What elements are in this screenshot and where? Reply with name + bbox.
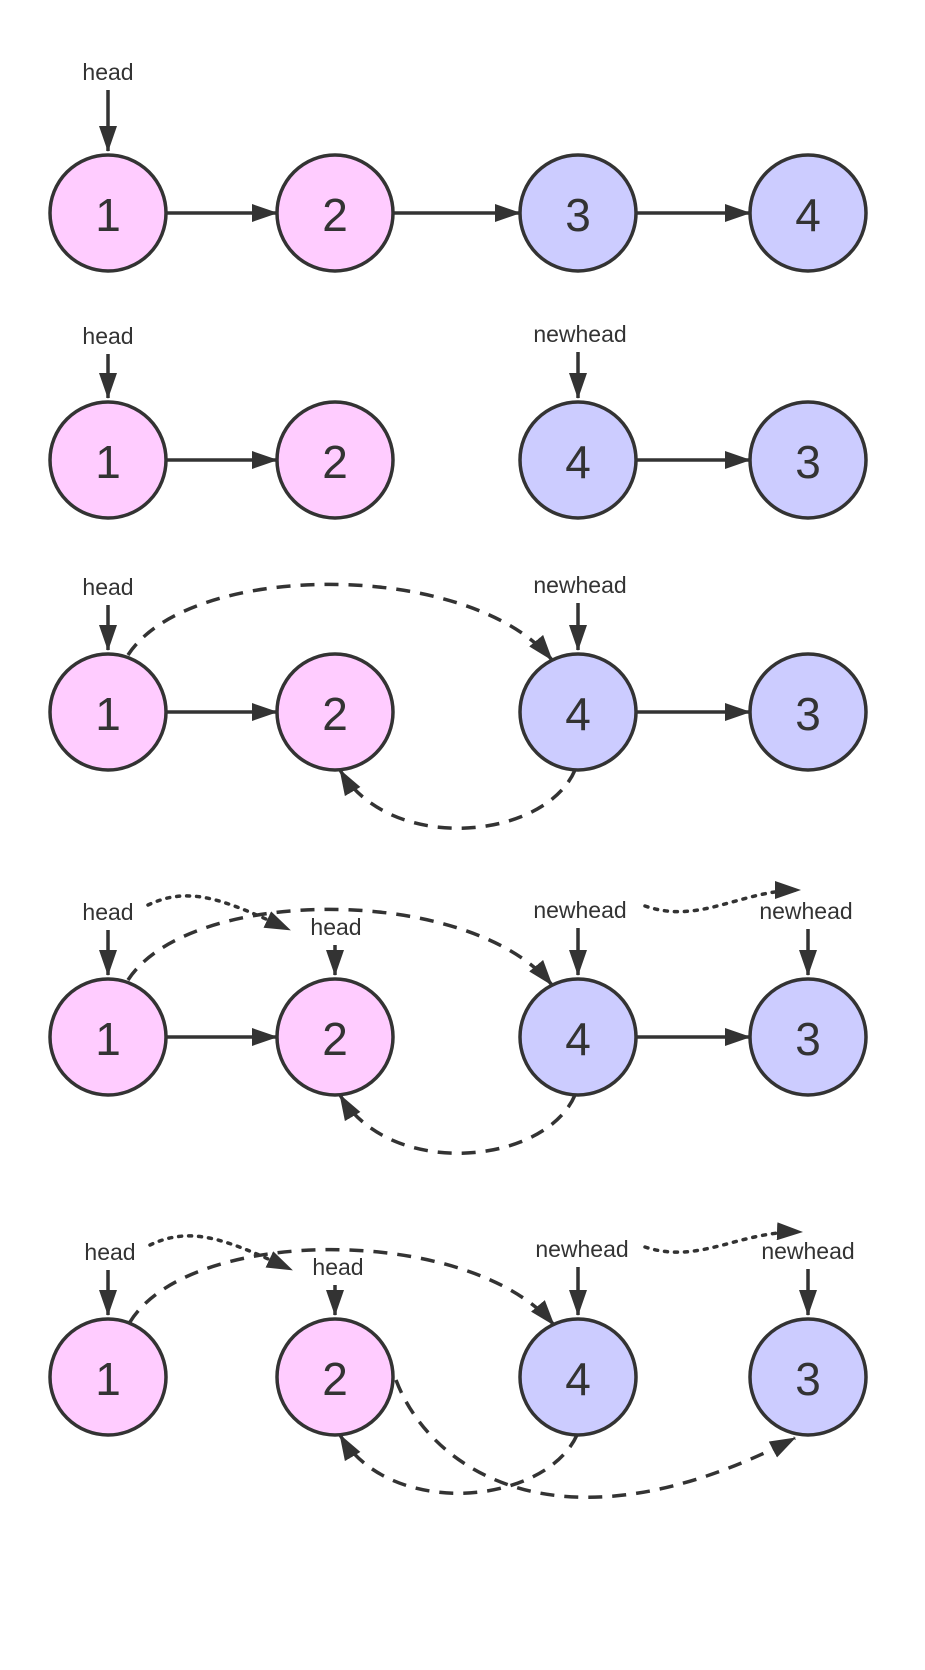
node-circle: [48, 400, 168, 520]
node-circle: [748, 400, 868, 520]
pointer-move-arrow: [146, 894, 292, 932]
node-circle: [275, 153, 395, 273]
node-label: 2: [322, 1353, 348, 1405]
dashed-edge-2-to-3: [394, 1379, 796, 1500]
node-circle: [748, 652, 868, 772]
node-label: 2: [322, 688, 348, 740]
node-1: 1: [48, 977, 168, 1097]
node-circle: [748, 1317, 868, 1437]
newhead-pointer-label: newhead: [533, 572, 626, 598]
node-label: 3: [795, 1353, 821, 1405]
node-label: 2: [322, 436, 348, 488]
dashed-edge-4-to-2: [338, 769, 577, 831]
node-label: 4: [565, 436, 591, 488]
head-pointer-label: head: [84, 1239, 135, 1265]
node-label: 4: [565, 1013, 591, 1065]
head-pointer-label: head: [82, 323, 133, 349]
node-3: 3: [748, 1317, 868, 1437]
node-circle: [518, 153, 638, 273]
node-2: 2: [275, 977, 395, 1097]
node-2: 2: [275, 153, 395, 273]
node-1: 1: [48, 652, 168, 772]
node-label: 3: [795, 1013, 821, 1065]
node-4: 4: [518, 652, 638, 772]
node-label: 4: [565, 1353, 591, 1405]
node-circle: [518, 977, 638, 1097]
dashed-edge-1-to-4: [126, 907, 554, 987]
head-pointer-label: head: [82, 899, 133, 925]
head-pointer-label: head: [82, 59, 133, 85]
node-circle: [48, 977, 168, 1097]
node-4: 4: [518, 400, 638, 520]
head-pointer-label: head: [310, 914, 361, 940]
node-circle: [48, 153, 168, 273]
pointer-move-arrow: [148, 1234, 294, 1272]
node-3: 3: [518, 153, 638, 273]
node-circle: [48, 652, 168, 772]
node-label: 4: [795, 189, 821, 241]
node-circle: [275, 977, 395, 1097]
node-1: 1: [48, 400, 168, 520]
dashed-edge-4-to-2: [338, 1094, 577, 1156]
node-label: 2: [322, 189, 348, 241]
node-label: 1: [95, 1013, 121, 1065]
newhead-pointer-label: newhead: [759, 898, 852, 924]
node-label: 3: [795, 688, 821, 740]
head-pointer-label: head: [312, 1254, 363, 1280]
node-circle: [48, 1317, 168, 1437]
node-label: 1: [95, 688, 121, 740]
node-label: 2: [322, 1013, 348, 1065]
node-2: 2: [275, 400, 395, 520]
head-pointer-label: head: [82, 574, 133, 600]
newhead-pointer-label: newhead: [533, 321, 626, 347]
node-circle: [748, 153, 868, 273]
node-label: 1: [95, 436, 121, 488]
dashed-edge-4-to-2: [338, 1434, 579, 1496]
node-circle: [748, 977, 868, 1097]
node-circle: [275, 652, 395, 772]
node-label: 1: [95, 189, 121, 241]
node-4: 4: [518, 977, 638, 1097]
node-2: 2: [275, 652, 395, 772]
newhead-pointer-label: newhead: [761, 1238, 854, 1264]
node-3: 3: [748, 652, 868, 772]
node-4: 4: [748, 153, 868, 273]
dashed-edge-1-to-4: [126, 582, 554, 662]
node-circle: [518, 1317, 638, 1437]
node-3: 3: [748, 400, 868, 520]
pointer-move-arrow: [643, 881, 802, 914]
node-label: 1: [95, 1353, 121, 1405]
node-4: 4: [518, 1317, 638, 1437]
node-label: 3: [795, 436, 821, 488]
node-1: 1: [48, 153, 168, 273]
node-label: 4: [565, 688, 591, 740]
node-circle: [518, 652, 638, 772]
dashed-edge-1-to-4: [128, 1247, 556, 1327]
node-2: 2: [275, 1317, 395, 1437]
node-circle: [275, 1317, 395, 1437]
newhead-pointer-label: newhead: [535, 1236, 628, 1262]
pointer-move-arrow: [643, 1222, 804, 1254]
node-circle: [275, 400, 395, 520]
node-circle: [518, 400, 638, 520]
newhead-pointer-label: newhead: [533, 897, 626, 923]
node-label: 3: [565, 189, 591, 241]
node-1: 1: [48, 1317, 168, 1437]
node-3: 3: [748, 977, 868, 1097]
